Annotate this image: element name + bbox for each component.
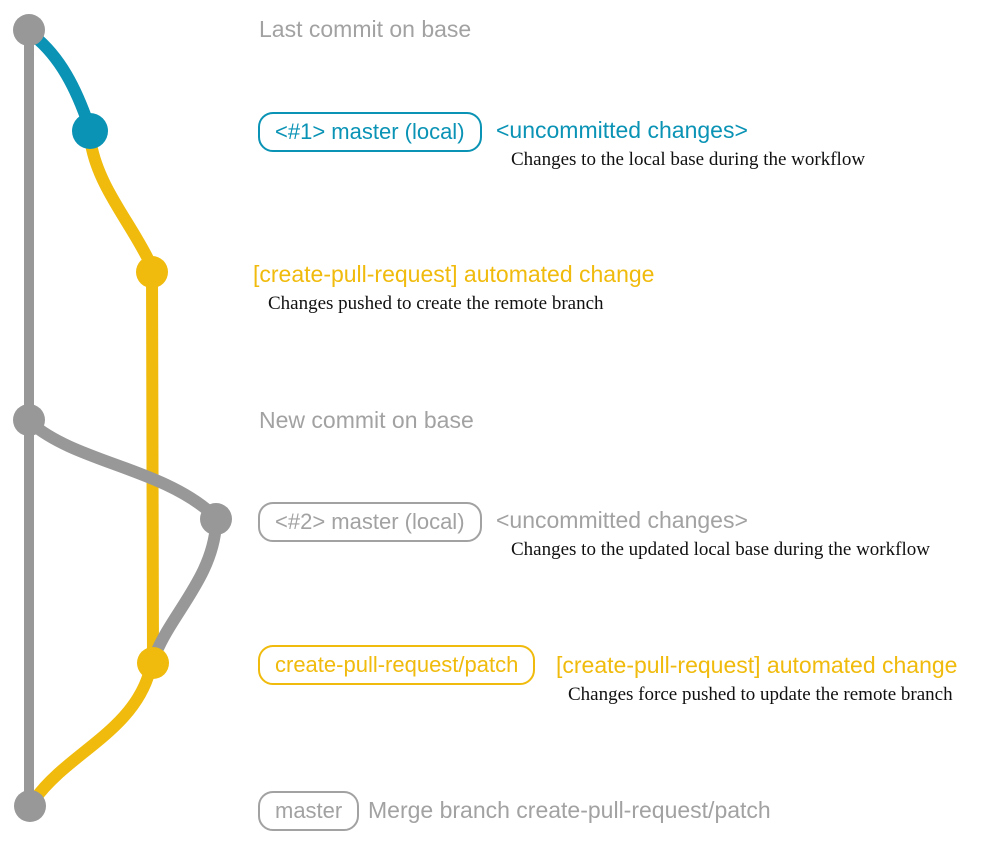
note-push-2: Changes force pushed to update the remot… [568, 684, 953, 705]
message-push-2: [create-pull-request] automated change [556, 652, 958, 678]
branch-label-master: master [258, 791, 360, 831]
message-uncommitted-1: <uncommitted changes> [496, 117, 748, 143]
branch-label-patch: create-pull-request/patch [258, 645, 536, 685]
commit-node-local-2 [200, 503, 232, 535]
message-push-1: [create-pull-request] automated change [253, 261, 655, 287]
note-uncommitted-2: Changes to the updated local base during… [511, 539, 930, 560]
commit-node-merge [14, 790, 46, 822]
patch-branch-path-upper [85, 138, 156, 269]
message-uncommitted-2: <uncommitted changes> [496, 507, 748, 533]
message-new-commit: New commit on base [259, 407, 474, 433]
message-merge: Merge branch create-pull-request/patch [368, 797, 771, 823]
commit-node-new-base [13, 404, 45, 436]
commit-node-last-base [13, 14, 45, 46]
commit-graph [13, 14, 232, 822]
local-master-branch-path-1 [28, 30, 95, 132]
note-uncommitted-1: Changes to the local base during the wor… [511, 149, 866, 170]
commit-node-patch-1 [136, 256, 168, 288]
commit-node-patch-2 [137, 647, 169, 679]
branch-label-local-1: <#1> master (local) [258, 112, 482, 152]
commit-node-local-1 [72, 113, 108, 149]
message-last-commit: Last commit on base [259, 16, 472, 42]
rebase-path [150, 518, 222, 659]
patch-branch-line [146, 265, 159, 666]
merge-path [29, 664, 156, 805]
note-push-1: Changes pushed to create the remote bran… [268, 293, 604, 314]
branch-label-local-2: <#2> master (local) [258, 502, 482, 542]
local-master-branch-path-2 [25, 417, 217, 519]
